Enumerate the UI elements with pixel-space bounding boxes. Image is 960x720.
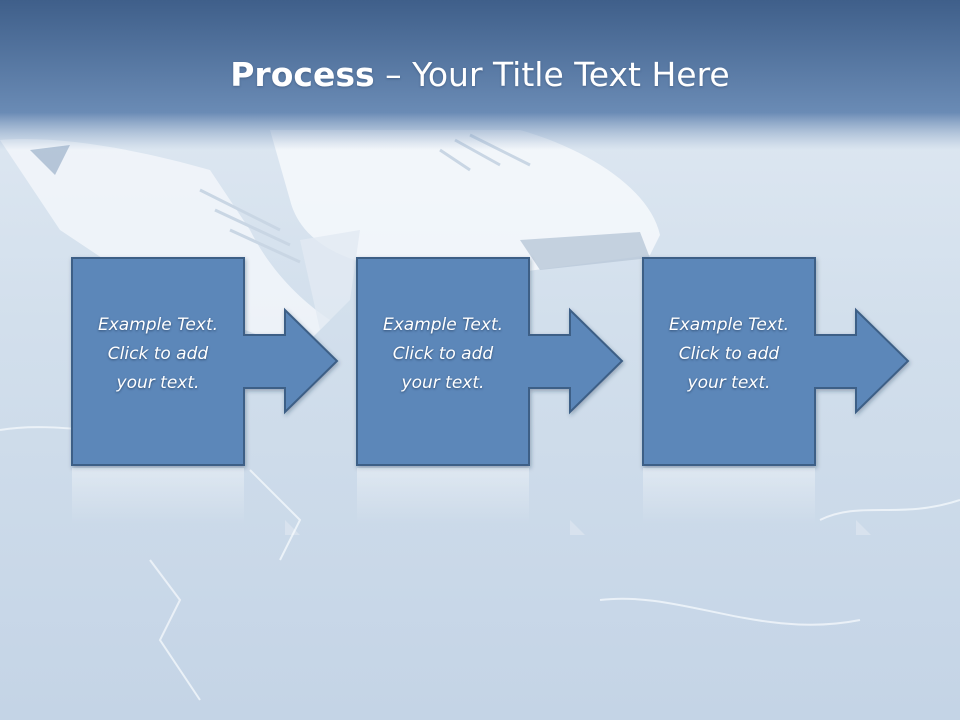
process-step-2[interactable]: [356, 257, 624, 466]
process-step-2-text[interactable]: Example Text. Click to add your text.: [357, 311, 529, 398]
slide-title[interactable]: Process – Your Title Text Here: [0, 50, 960, 100]
step-text-line: Click to add: [392, 344, 494, 364]
process-step-1[interactable]: [71, 257, 339, 466]
step-text-line: your text.: [687, 373, 771, 393]
skate-image: [0, 130, 660, 350]
process-step-3-text[interactable]: Example Text. Click to add your text.: [643, 311, 815, 398]
step-text-line: Click to add: [678, 344, 780, 364]
title-rest: – Your Title Text Here: [374, 55, 730, 94]
step-text-line: Example Text.: [97, 315, 219, 335]
step-text-line: Example Text.: [668, 315, 790, 335]
step-text-line: your text.: [401, 373, 485, 393]
title-bold: Process: [230, 55, 375, 94]
step-text-line: Example Text.: [382, 315, 504, 335]
process-step-1-reflection: [72, 468, 300, 535]
process-step-3-reflection: [643, 468, 871, 535]
process-step-2-reflection: [357, 468, 585, 535]
process-step-3[interactable]: [642, 257, 910, 466]
step-text-line: Click to add: [107, 344, 209, 364]
step-text-line: your text.: [116, 373, 200, 393]
process-step-1-text[interactable]: Example Text. Click to add your text.: [72, 311, 244, 398]
